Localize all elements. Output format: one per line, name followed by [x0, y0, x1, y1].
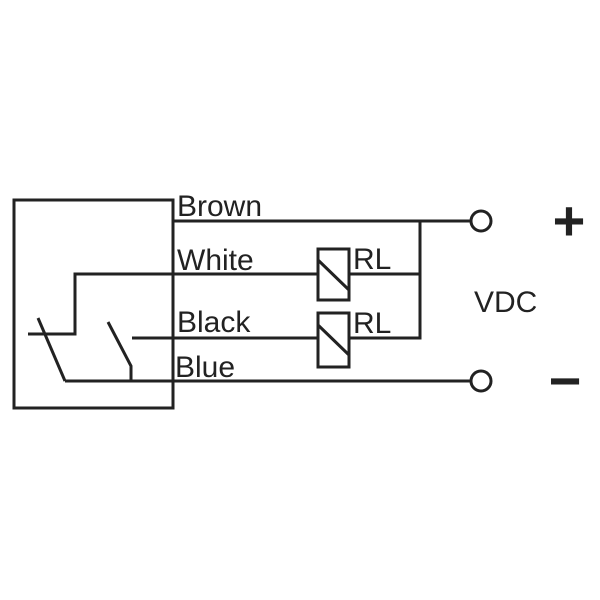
- label-vdc: VDC: [474, 286, 537, 319]
- relay-coil-2-diagonal: [316, 323, 351, 357]
- relay-coil-2: [316, 311, 351, 369]
- switch-nc: [36, 317, 67, 382]
- label-black: Black: [177, 306, 251, 339]
- label-relay-2: RL: [353, 307, 391, 340]
- label-relay-1: RL: [353, 243, 391, 276]
- sensor-body: [12, 198, 175, 410]
- relay-coil-1-diagonal: [316, 258, 351, 292]
- label-white: White: [177, 244, 254, 277]
- white-wire: [28, 272, 318, 336]
- negative-terminal: [469, 369, 493, 393]
- positive-terminal: [469, 209, 493, 233]
- label-brown: Brown: [177, 190, 262, 223]
- plus-sign: +: [553, 189, 586, 252]
- minus-sign: −: [549, 349, 582, 412]
- label-blue: Blue: [175, 351, 235, 384]
- switch-no: [106, 321, 133, 381]
- relay-2-return: [349, 221, 422, 340]
